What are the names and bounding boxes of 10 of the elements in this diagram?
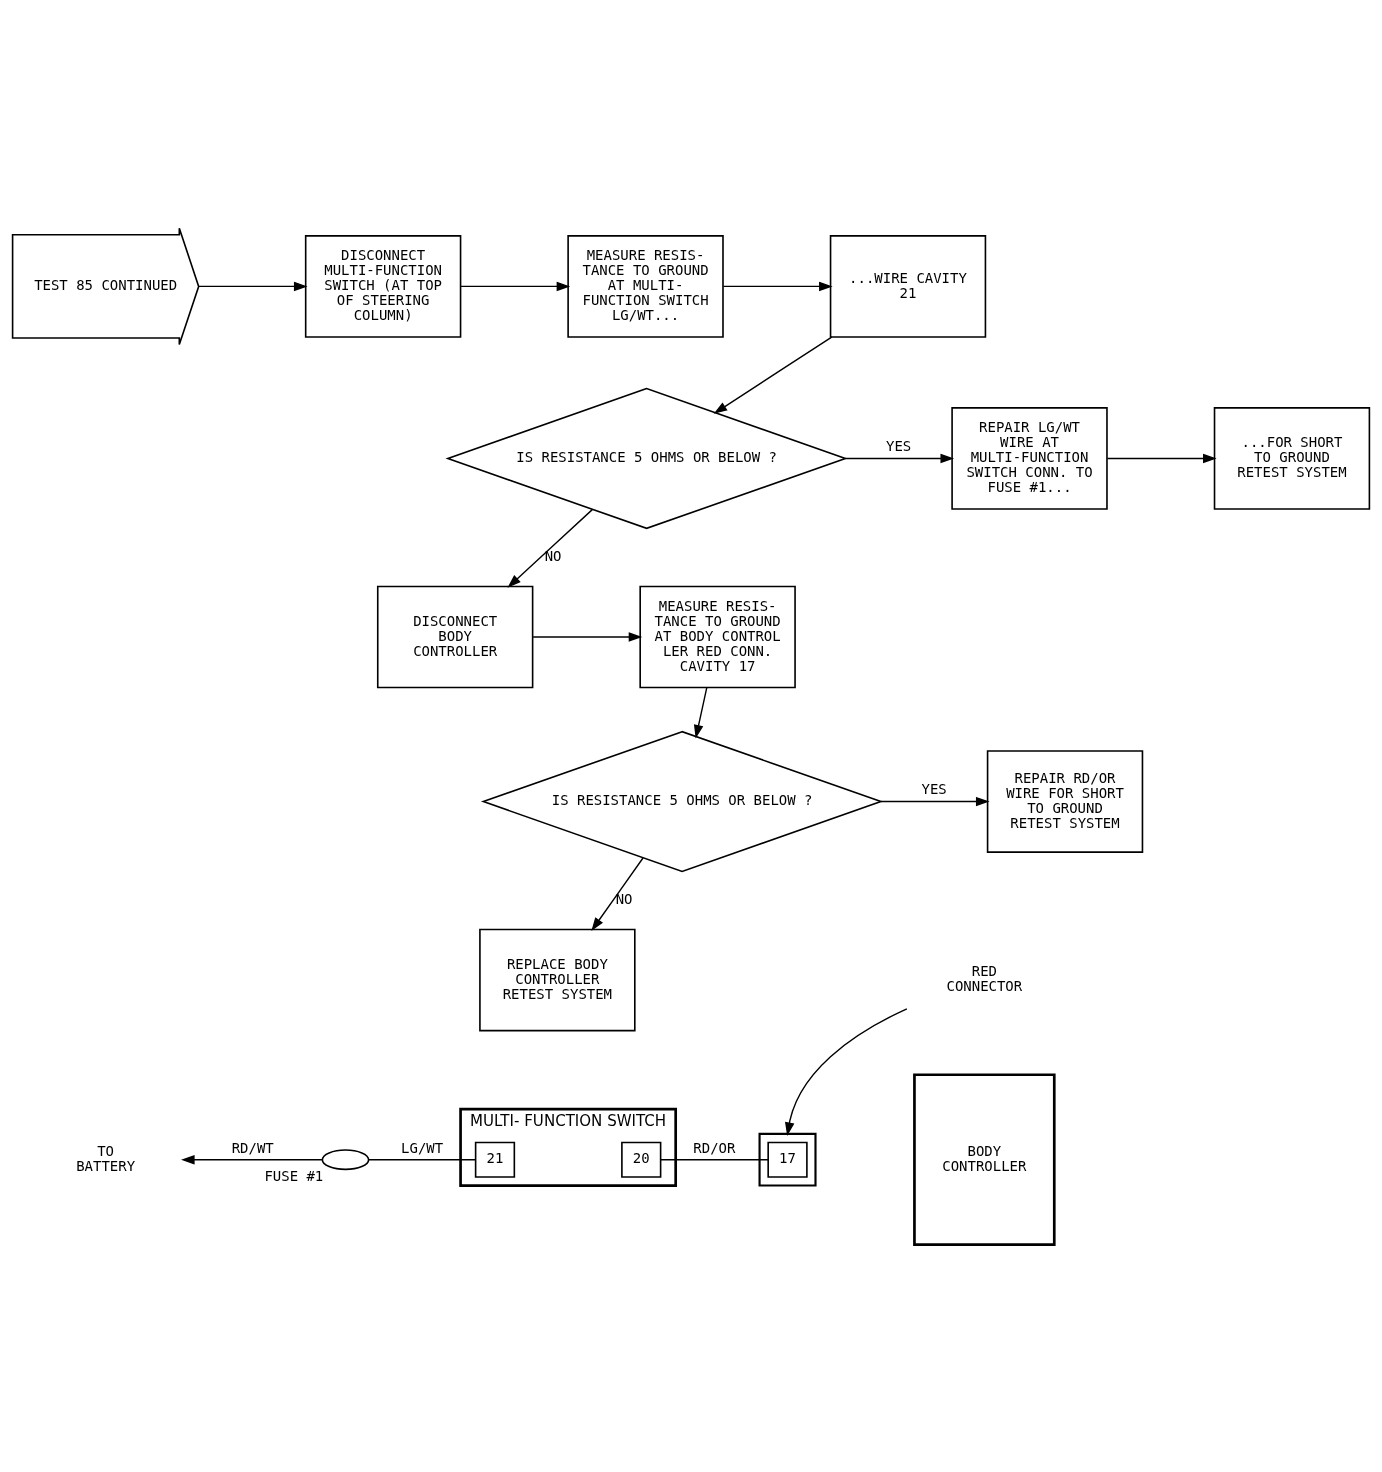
node-text: RED CONNECTOR: [946, 962, 1023, 994]
edge-label: YES: [886, 437, 912, 454]
edge-label: RD/OR: [693, 1139, 736, 1156]
edge-label: LG/WT: [401, 1139, 444, 1156]
edge-label: NO: [544, 547, 562, 564]
edge-label: YES: [921, 780, 947, 797]
edge-label: RD/WT: [231, 1139, 274, 1156]
edge-label: NO: [615, 890, 633, 907]
node-label: FUSE #1: [264, 1167, 324, 1184]
node-text: TO BATTERY: [76, 1142, 136, 1174]
